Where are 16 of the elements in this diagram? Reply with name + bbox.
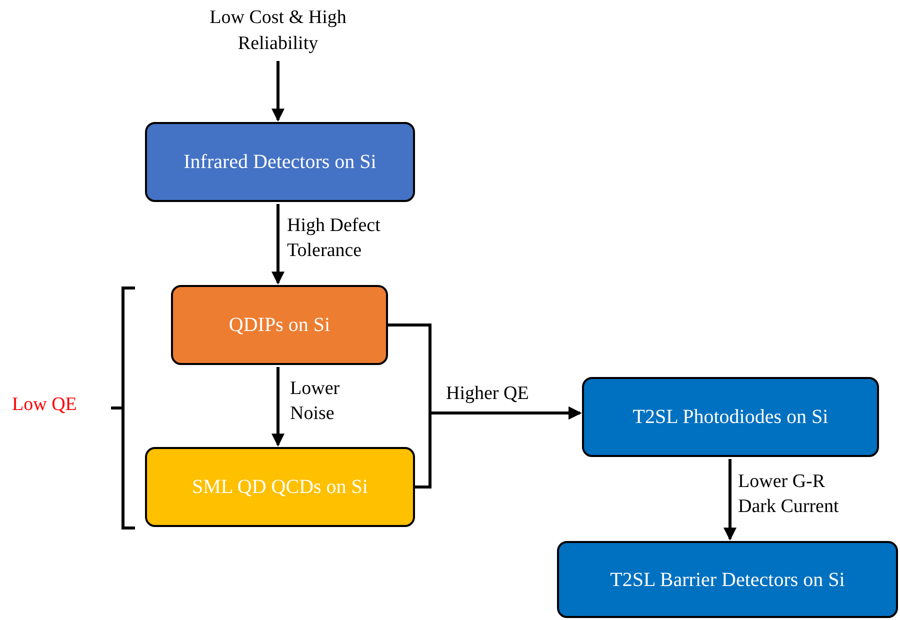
edge-label: High Defect Tolerance [287, 214, 382, 263]
process-box: QDIPs on Si [171, 285, 388, 365]
arrow [272, 61, 284, 122]
edge-label: Lower Noise [290, 377, 341, 426]
arrow [272, 367, 284, 447]
edge-label: Lower G-R Dark Current [738, 470, 840, 519]
process-box: T2SL Photodiodes on Si [582, 377, 879, 457]
arrow [724, 459, 736, 541]
input-text: Low Cost & High Reliability [198, 3, 358, 59]
arrow [272, 204, 284, 285]
process-box: Infrared Detectors on Si [145, 122, 415, 202]
process-box: T2SL Barrier Detectors on Si [557, 541, 898, 618]
edge-label: Higher QE [446, 382, 530, 406]
arrow [415, 406, 582, 488]
process-box: SML QD QCDs on Si [145, 447, 415, 527]
bracket-label: Low QE [12, 393, 77, 417]
